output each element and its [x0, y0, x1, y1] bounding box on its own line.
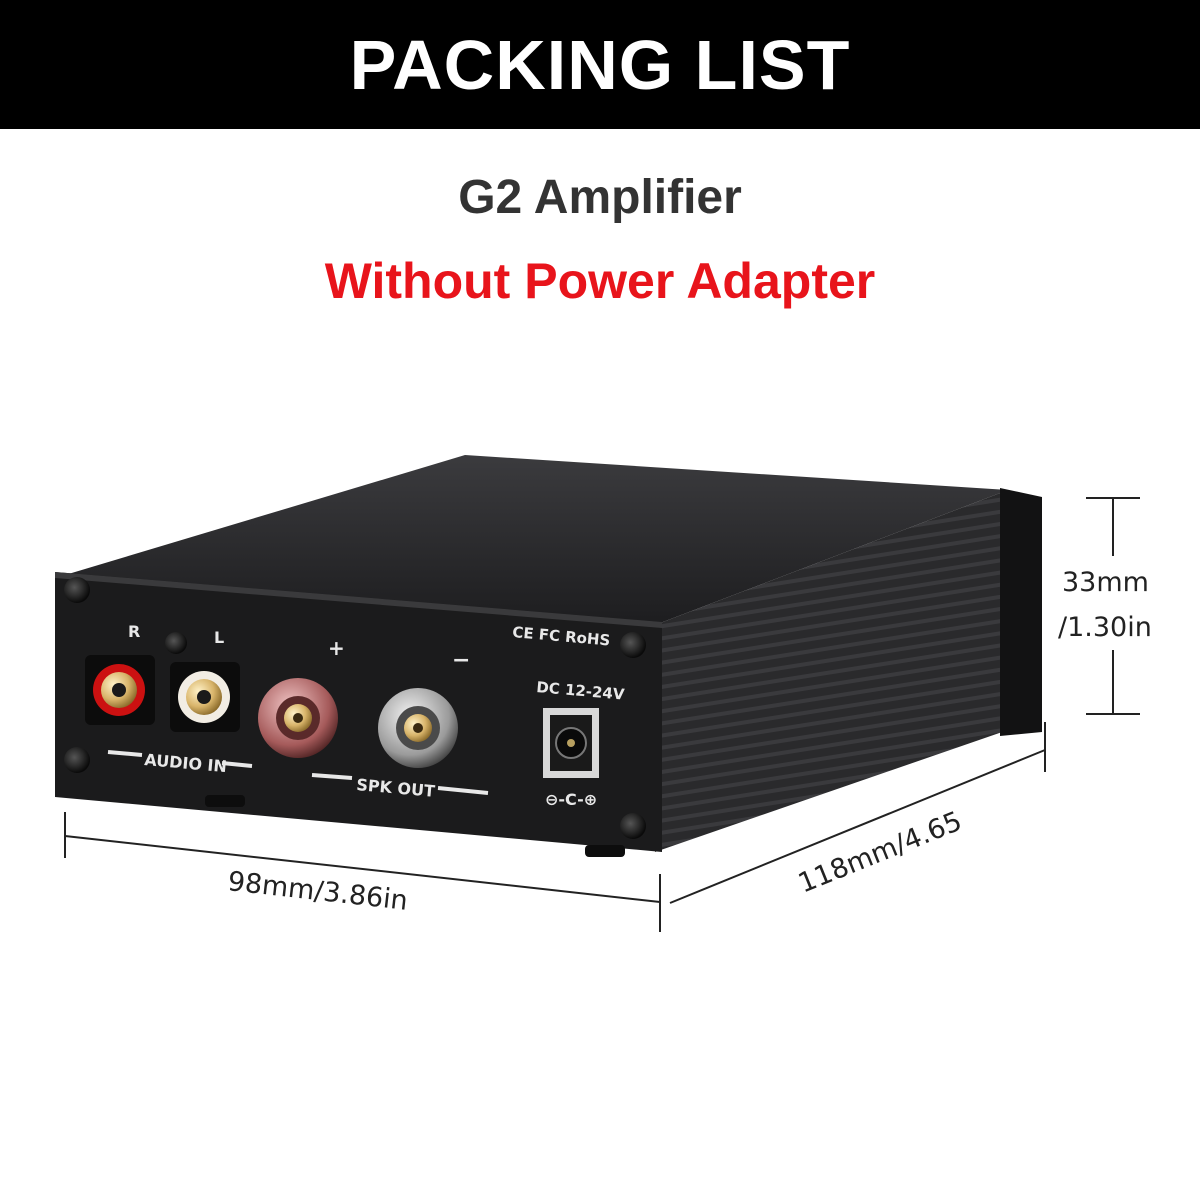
height-dimension	[1086, 497, 1140, 715]
depth-dimension	[669, 722, 1046, 904]
screw-icon	[165, 632, 187, 654]
minus-label: −	[452, 648, 470, 673]
device-front-panel	[55, 572, 662, 852]
device-side-face	[655, 490, 1008, 852]
device-end-cap	[1000, 488, 1042, 736]
plus-label: +	[328, 636, 345, 660]
header-banner: PACKING LIST	[0, 0, 1200, 129]
screw-icon	[620, 632, 646, 658]
page-title: PACKING LIST	[349, 25, 851, 104]
height-label-in: /1.30in	[1058, 612, 1152, 643]
speaker-post-negative[interactable]	[378, 688, 458, 768]
rca-jack-left[interactable]	[170, 662, 240, 732]
device-top-face	[65, 455, 1008, 625]
foot	[205, 795, 245, 807]
channel-l-label: L	[214, 628, 224, 647]
width-label: 98mm/3.86in	[226, 866, 409, 917]
power-adapter-notice: Without Power Adapter	[324, 253, 876, 309]
depth-label: 118mm/4.65	[794, 806, 966, 900]
channel-r-label: R	[128, 622, 140, 641]
screw-icon	[64, 577, 90, 603]
dc-power-jack[interactable]	[543, 708, 599, 778]
foot	[585, 845, 625, 857]
speaker-post-positive[interactable]	[258, 678, 338, 758]
product-name: G2 Amplifier	[458, 171, 742, 224]
screw-icon	[64, 747, 90, 773]
width-dimension	[64, 812, 661, 932]
rca-jack-right[interactable]	[85, 655, 155, 725]
screw-icon	[620, 813, 646, 839]
dc-polarity-icon: ⊖-C-⊕	[545, 790, 597, 809]
height-label-mm: 33mm	[1062, 567, 1149, 598]
